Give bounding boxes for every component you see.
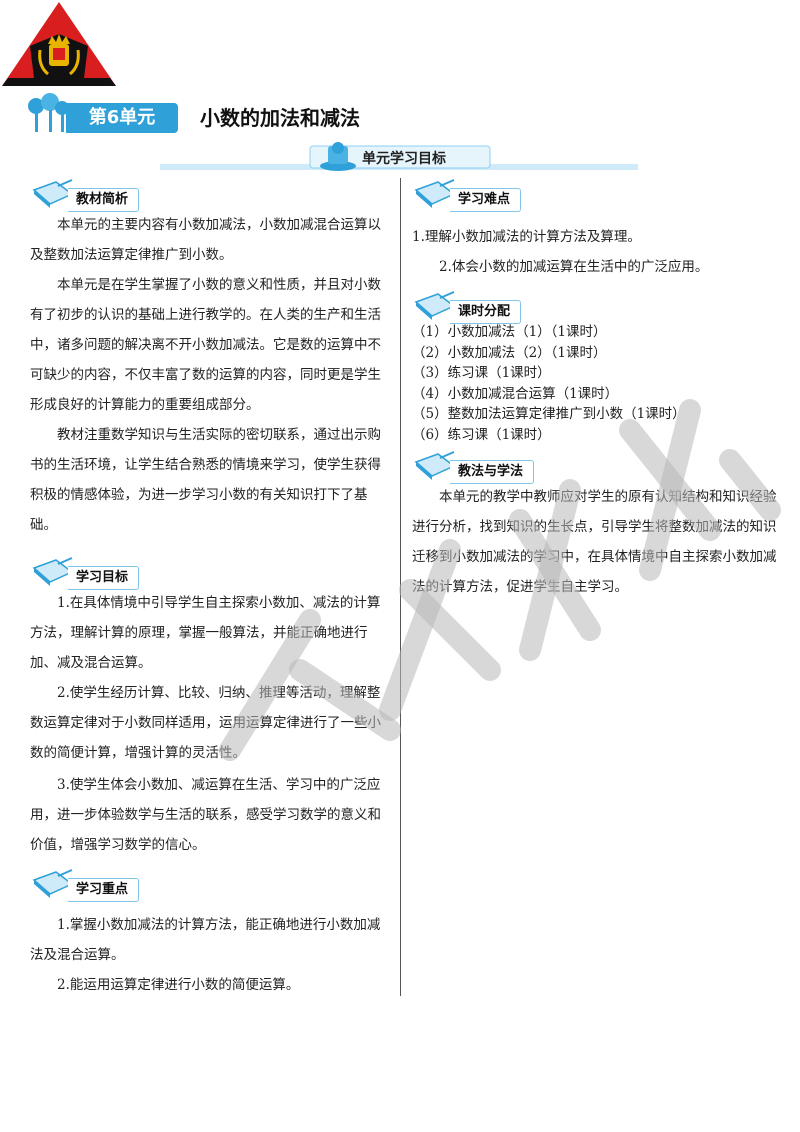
list-item: （6）练习课（1课时） (412, 426, 551, 443)
section-title: 课时分配 (450, 300, 522, 324)
paragraph: 本单元的教学中教师应对学生的原有认知结构和知识经验进行分析，找到知识的生长点，引… (412, 489, 777, 595)
paragraph: 教材注重数学知识与生活实际的密切联系，通过出示购书的生活环境，让学生结合熟悉的情… (30, 427, 381, 533)
lesson-list: （1）小数加减法（1）（1课时） （2）小数加减法（2）（1课时） （3）练习课… (412, 322, 784, 445)
tree-icon (28, 93, 69, 132)
book-icon (32, 557, 74, 586)
paragraph: 本单元的主要内容有小数加减法，小数加减混合运算以及整数加法运算定律推广到小数。 (30, 217, 381, 263)
banner-decoration (160, 145, 638, 170)
paragraph: 1.掌握小数加减法的计算方法，能正确地进行小数加减法及混合运算。 (30, 917, 381, 963)
section-header-textbook-analysis: 教材简析 (30, 178, 170, 212)
book-icon (32, 179, 74, 208)
banner-title: 单元学习目标 (362, 151, 446, 167)
list-item: （2）小数加减法（2）（1课时） (412, 344, 607, 361)
section-title: 学习重点 (68, 878, 140, 902)
book-icon (414, 451, 456, 480)
section-header-key-points: 学习重点 (30, 868, 170, 902)
unit-title: 小数的加法和减法 (200, 106, 360, 130)
column-divider (400, 178, 401, 996)
list-item: （4）小数加减混合运算（1课时） (412, 385, 619, 402)
section-title: 教法与学法 (450, 460, 535, 484)
section-header-difficulties: 学习难点 (412, 178, 552, 212)
list-item: （3）练习课（1课时） (412, 365, 551, 381)
paragraph: 1.在具体情境中引导学生自主探索小数加、减法的计算方法，理解计算的原理，掌握一般… (30, 595, 381, 671)
scroll-icon (320, 142, 356, 171)
section-header-lesson-allocation: 课时分配 (412, 290, 552, 324)
section-title: 教材简析 (68, 188, 140, 212)
paragraph: 2.体会小数的加减运算在生活中的广泛应用。 (439, 259, 709, 275)
crown-shield-logo (2, 2, 116, 86)
section-header-learning-goals: 学习目标 (30, 556, 170, 590)
list-item: （1）小数加减法（1）（1课时） (412, 324, 607, 340)
paragraph: 1.理解小数加减法的计算方法及算理。 (412, 229, 641, 245)
unit-badge: 第6单元 (66, 103, 178, 133)
section-title: 学习难点 (450, 188, 522, 212)
list-item: （5）整数加法运算定律推广到小数（1课时） (412, 406, 686, 422)
paragraph: 2.能运用运算定律进行小数的简便运算。 (57, 977, 300, 993)
paragraph: 3.使学生体会小数加、减运算在生活、学习中的广泛应用，进一步体验数学与生活的联系… (30, 777, 381, 853)
section-header-teaching-methods: 教法与学法 (412, 450, 562, 484)
paragraph: 本单元是在学生掌握了小数的意义和性质，并且对小数有了初步的认识的基础上进行教学的… (30, 277, 381, 413)
paragraph: 2.使学生经历计算、比较、归纳、推理等活动，理解整数运算定律对于小数同样适用，运… (30, 685, 381, 761)
section-title: 学习目标 (68, 566, 140, 590)
